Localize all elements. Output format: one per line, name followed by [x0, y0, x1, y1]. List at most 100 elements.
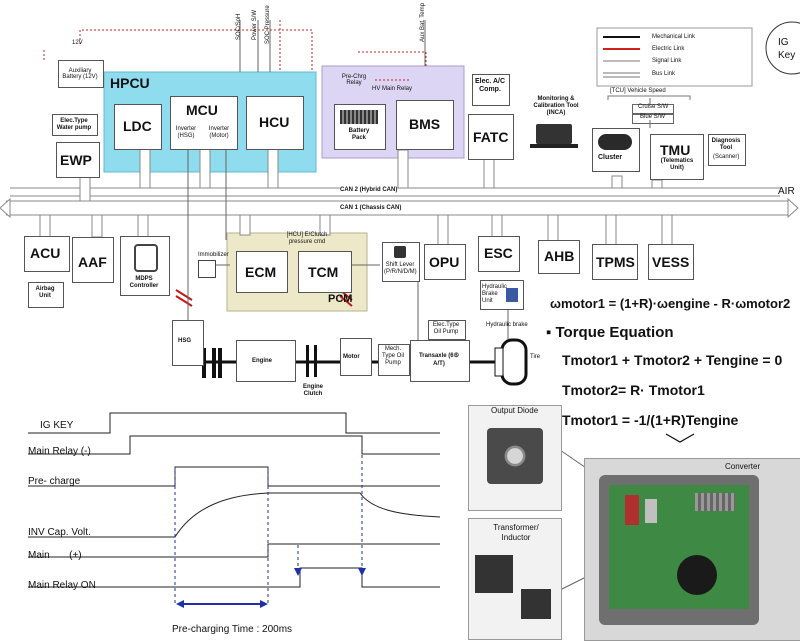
mcu-box: [170, 96, 238, 150]
hydraulic-unit-icon: [506, 288, 518, 302]
can1-bus: [0, 197, 799, 219]
blue-sw-box: [632, 114, 674, 124]
elec-ac-comp-box: [472, 74, 510, 106]
ldc-label: LDC: [123, 118, 152, 134]
opu-label: OPU: [429, 254, 460, 270]
timing-signal-label: Main Relay ON: [28, 580, 96, 591]
engine-box: [236, 340, 296, 382]
legend-box: [596, 27, 753, 87]
ewp-label: EWP: [60, 152, 92, 168]
legend-item: Mechanical Link: [652, 34, 696, 40]
ig-key-circle: [765, 21, 800, 75]
tire-label: Tire: [530, 354, 541, 360]
airbag-unit-label: Airbag Unit: [35, 286, 55, 299]
transformer-label: Transformer/ Inductor: [493, 523, 539, 542]
timing-signal-label: Main (+): [28, 550, 82, 561]
legend-item: Signal Link: [652, 58, 682, 64]
aux-battery-voltage: 12V: [72, 40, 83, 46]
pcm-label: PCM: [328, 293, 353, 305]
top-signal-label: Power S/W: [252, 9, 258, 40]
mech-oil-pump-label: Mech. Type Oil Pump: [381, 346, 404, 366]
mcu-label: MCU: [186, 102, 218, 118]
timing-signal-label: Main Relay (-): [28, 446, 91, 457]
hcu-label: HCU: [259, 114, 290, 130]
laptop-icon: [536, 124, 572, 144]
elec-water-pump-label: Elec.Type Water pump: [56, 118, 92, 131]
diagnosis-tool-label: Diagnosis Tool: [711, 138, 741, 151]
elec-oil-pump-label: Elec.Type Oil Pump: [432, 322, 460, 335]
converter-heatsink: [695, 493, 735, 511]
timing-signal-label: INV Cap. Volt.: [28, 527, 91, 538]
ahb-label: AHB: [544, 248, 575, 264]
hcu-eclutch-label: [HCU] E/Clutch pressure cmd: [286, 232, 328, 245]
diagnosis-sub-label: (Scanner): [713, 154, 740, 160]
transformer-core: [475, 555, 513, 593]
signal-links: [187, 20, 651, 345]
elec-ac-comp-label: Elec. A/C Comp.: [474, 78, 506, 93]
shift-lever-icon: [394, 246, 406, 258]
equation-chevron: [665, 433, 695, 443]
tmotor2-equation: Tmotor2= R· Tmotor1: [562, 382, 705, 398]
converter-photo: Converter: [584, 458, 800, 641]
blue-sw-label: Blue S/W: [640, 114, 666, 120]
engine-clutch-label: Engine Clutch: [302, 384, 323, 397]
battery-cells: [340, 110, 378, 124]
mdps-label: MDPS Controller: [129, 276, 159, 289]
vess-label: VESS: [652, 254, 690, 270]
aaf-box: [72, 237, 114, 283]
fatc-box: [468, 114, 514, 160]
can2-label: CAN 2 (Hybrid CAN): [340, 187, 398, 193]
hsg-box: [172, 320, 204, 366]
precharge-span-arrow: [176, 600, 268, 608]
transaxle-label: Transaxle (6⑤ A/T): [418, 353, 460, 367]
top-signal-label: SOC Pressure: [265, 5, 271, 44]
tcm-label: TCM: [308, 264, 339, 280]
electric-links: [43, 20, 427, 81]
legend-item: Bus Link: [652, 71, 676, 77]
hsg-label: HSG: [178, 338, 192, 344]
converter-capacitor: [645, 499, 657, 523]
hydraulic-brake-unit-label: Hydraulic Brake Unit: [482, 284, 508, 304]
hpcu-label: HPCU: [110, 75, 150, 91]
steering-icon: [134, 244, 158, 272]
cluster-label: Cluster: [598, 154, 623, 161]
aux-battery-label: Auxiliary Battery (12V): [62, 68, 98, 80]
cruise-sw-label: Cruise S/W: [638, 104, 669, 110]
hydraulic-brake-label: Hydraulic brake: [486, 322, 528, 328]
elec-oil-pump-box: [428, 320, 466, 340]
tpms-label: TPMS: [596, 254, 635, 270]
bms-label: BMS: [409, 116, 441, 132]
engine-label: Engine: [252, 358, 273, 364]
immobilizer-label: Immobilizer: [198, 252, 229, 258]
tmu-sub-label: (Telematics Unit): [660, 158, 694, 171]
converter-capacitor: [625, 495, 639, 525]
torque-sum-equation: Tmotor1 + Tmotor2 + Tengine = 0: [562, 352, 783, 368]
elec-water-pump-box: [52, 114, 98, 136]
hydraulic-brake-shape: [494, 347, 504, 377]
battery-pack-label: Battery Pack: [348, 128, 370, 141]
drivetrain-parts: [202, 345, 317, 378]
timing-markers: [174, 455, 363, 605]
monitoring-tool-label: Monitoring & Calibration Tool (INCA): [533, 96, 579, 116]
airbag-unit-box: [28, 282, 64, 308]
timing-signal-label: IG KEY: [40, 420, 74, 431]
fatc-label: FATC: [473, 129, 509, 145]
hcu-box: [246, 96, 304, 150]
transformer-photo: Transformer/ Inductor: [468, 518, 562, 640]
tmu-label: TMU: [660, 142, 691, 158]
ecm-box: [236, 251, 288, 293]
esc-label: ESC: [484, 245, 513, 261]
can1-label: CAN 1 (Chassis CAN): [340, 205, 402, 211]
opu-box: [424, 244, 466, 280]
converter-label: Converter: [725, 462, 761, 471]
tcu-vehicle-speed-label: [TCU] Vehicle Speed: [610, 88, 666, 94]
shift-lever-label: Shift Lever (P/R/N/D/M): [384, 262, 417, 275]
ig-key-label: IG Key: [778, 37, 796, 61]
output-diode-photo: Output Diode: [468, 405, 562, 511]
inductor-core: [521, 589, 551, 619]
diode-terminals: [497, 438, 533, 474]
legend-item: Electric Link: [652, 46, 685, 52]
air-label: AIR: [778, 186, 795, 197]
top-signal-label: SOC/SoH: [236, 13, 242, 40]
mech-oil-pump-box: [378, 344, 410, 376]
